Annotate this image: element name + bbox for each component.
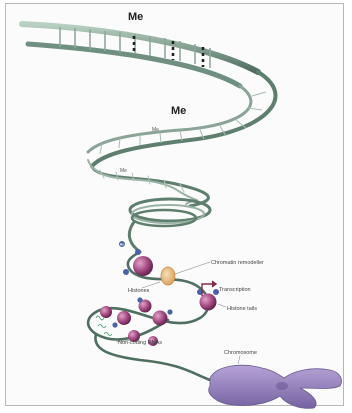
non-coding-rnas-label: Non-coding RNAs xyxy=(118,340,162,346)
chromosome-label: Chromosome xyxy=(224,350,257,356)
histone-1 xyxy=(133,256,153,276)
acetyl-label: Ac xyxy=(120,242,125,246)
dna-double-helix xyxy=(88,160,210,252)
methyl-mark-small-1: Me xyxy=(152,127,159,133)
histone-4 xyxy=(153,311,168,326)
non-coding-rna-squiggles xyxy=(96,316,112,336)
methyl-mark-small-2: Me xyxy=(120,168,127,174)
chromosome-shape xyxy=(209,365,342,408)
transcription-label: Transcription xyxy=(219,287,251,293)
dna-ladder-upper xyxy=(22,24,275,166)
histone-tails-label: Histone tails xyxy=(227,306,257,312)
nucleosome-group xyxy=(100,256,217,346)
chromatin-remodeller-shape xyxy=(161,267,175,285)
chromatin-remodeller-label: Chromatin remodeller xyxy=(211,260,264,266)
histone-5 xyxy=(117,311,131,325)
histones-label: Histones xyxy=(128,288,150,294)
methyl-mark-middle: Me xyxy=(171,105,186,117)
histone-2 xyxy=(200,294,217,311)
methyl-mark-top: Me xyxy=(128,11,143,23)
histone-6 xyxy=(100,306,112,318)
